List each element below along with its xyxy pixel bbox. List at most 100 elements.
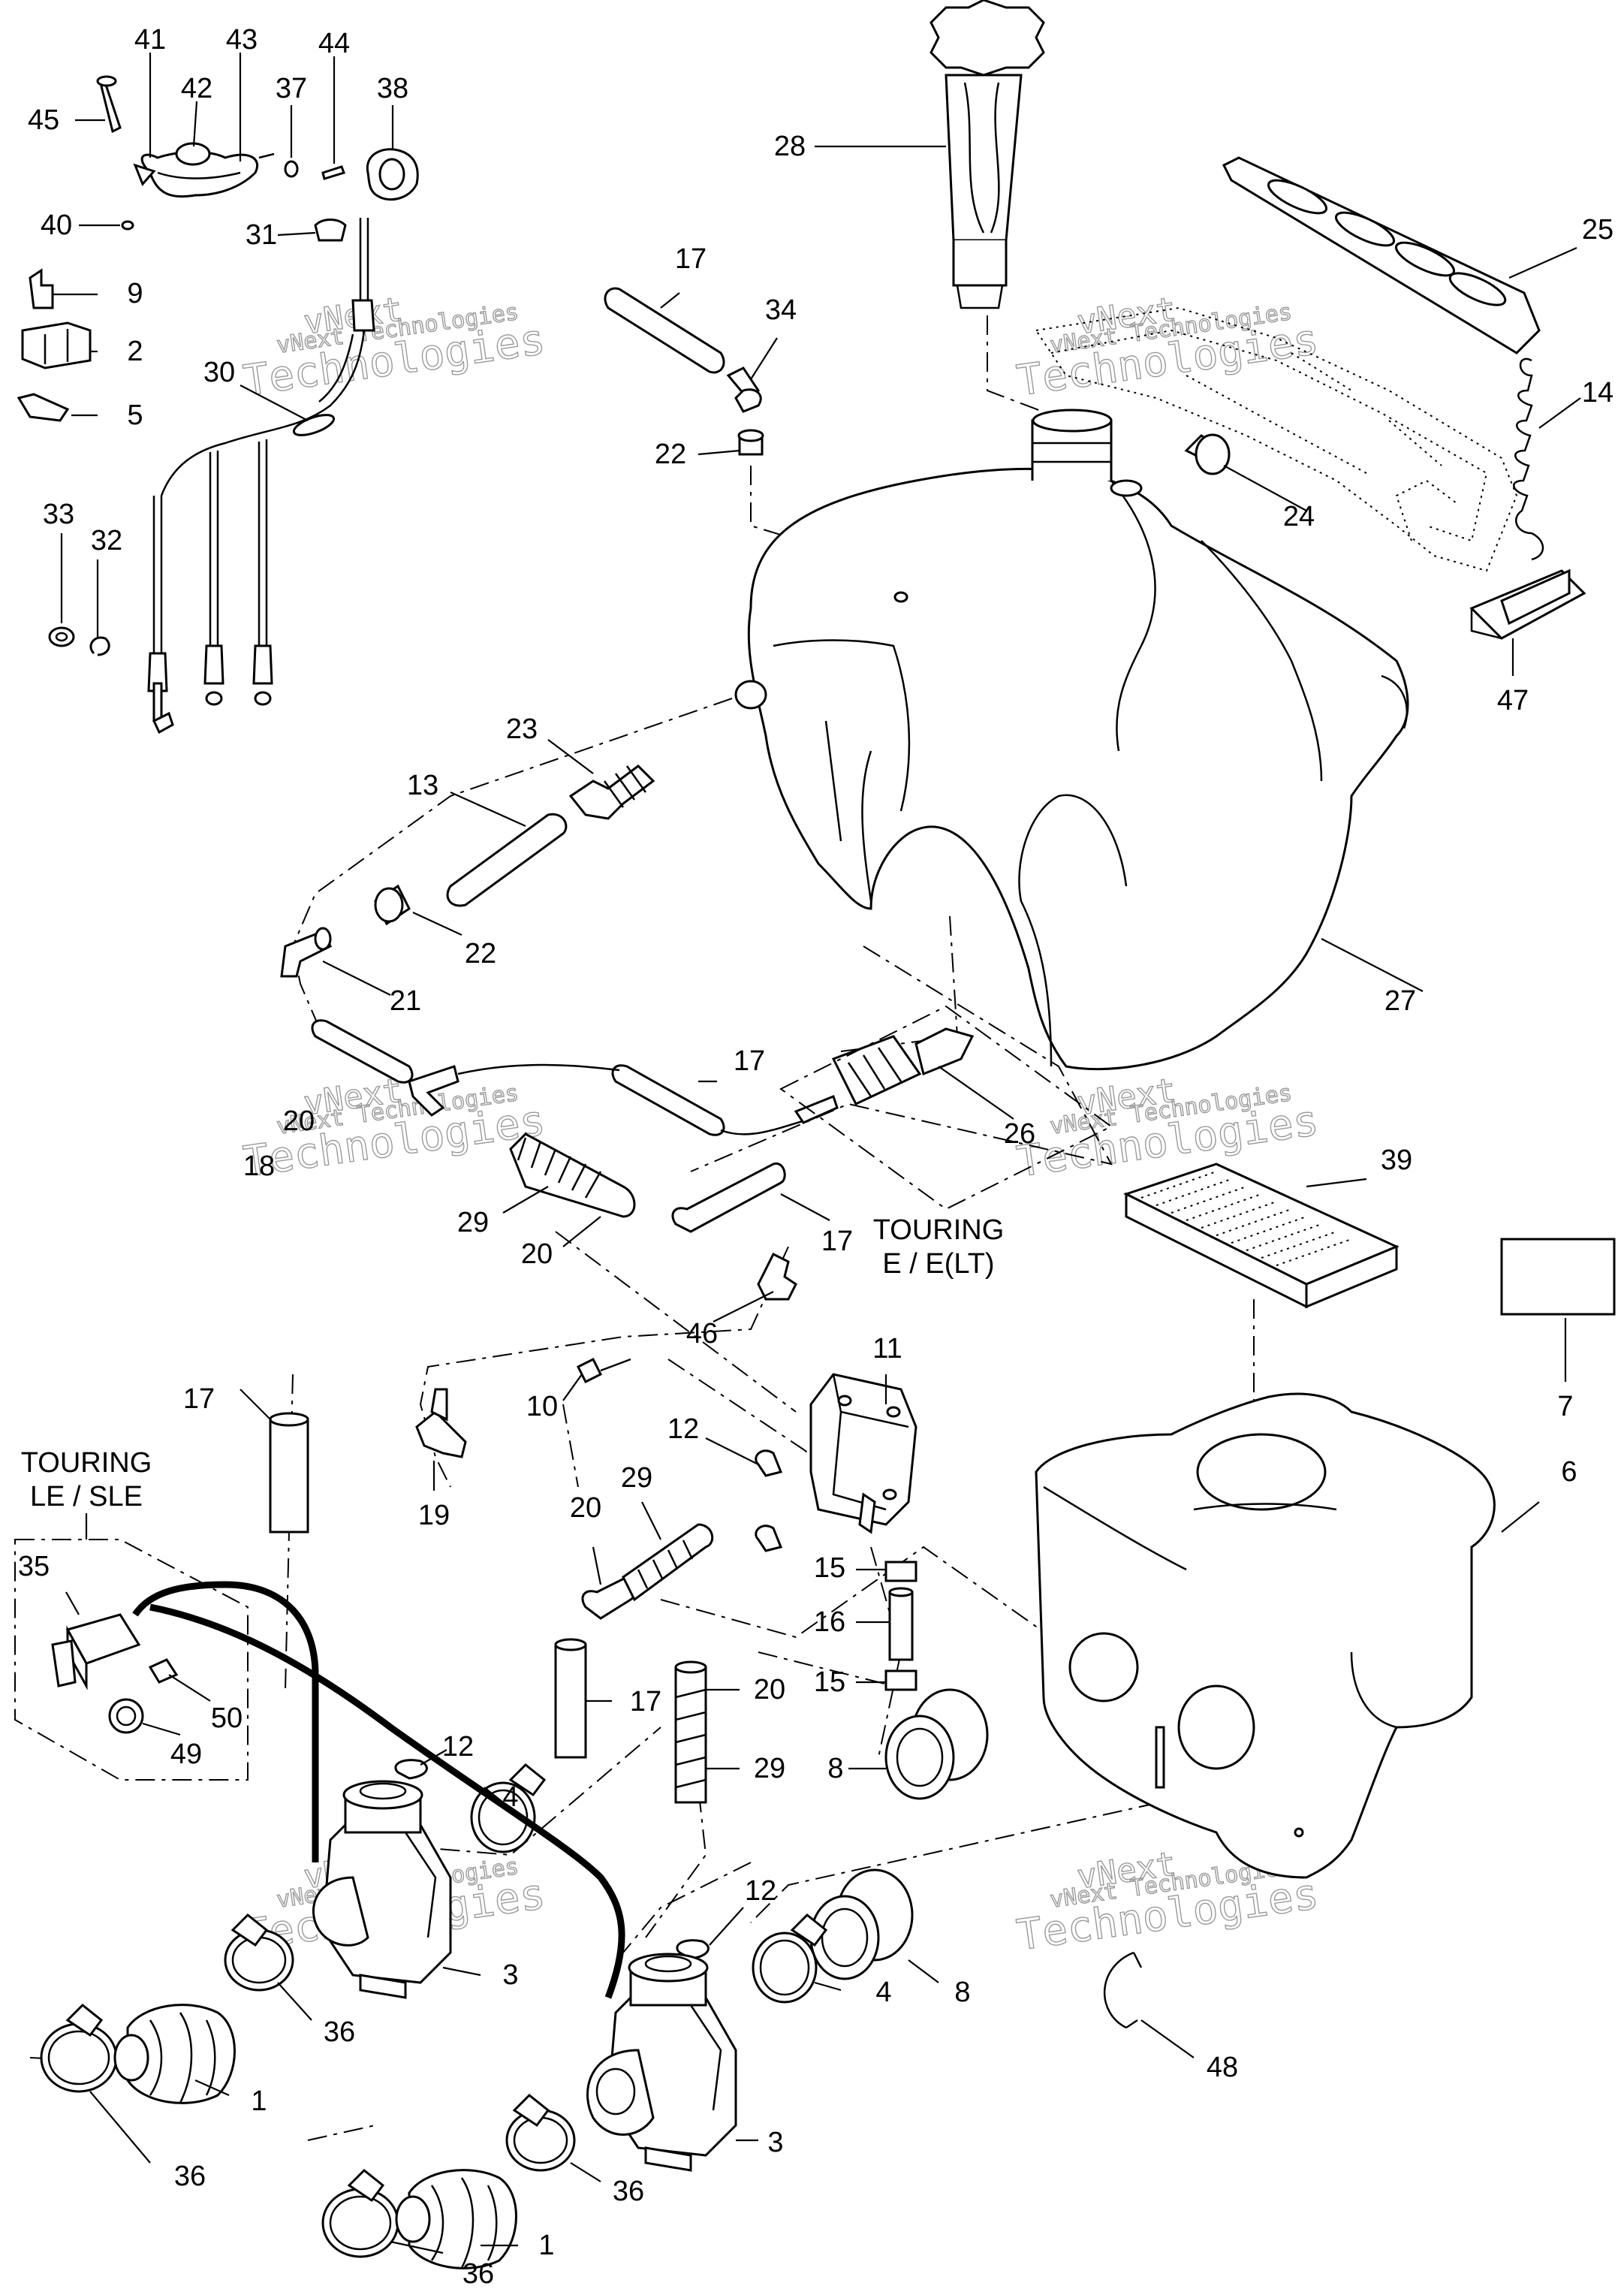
callout-44: 44 (318, 28, 350, 59)
callout-7: 7 (1557, 1391, 1573, 1422)
callout-36-lower-left: 36 (462, 2258, 494, 2289)
callout-41: 41 (134, 24, 166, 56)
intake-adaptor-upper (884, 1688, 989, 1800)
callout-16: 16 (814, 1606, 845, 1638)
callout-20-left: 20 (570, 1492, 601, 1524)
carburetor-upper (312, 1780, 452, 1999)
callout-33: 33 (43, 499, 74, 530)
callout-32: 32 (91, 525, 122, 556)
callout-4-upper: 4 (502, 1781, 518, 1813)
variant-touring-le: TOURING LE / SLE (21, 1447, 152, 1540)
callout-6: 6 (1561, 1456, 1577, 1488)
variant-touring-e-line1: TOURING (873, 1214, 1005, 1246)
variant-box-7 (1500, 1238, 1616, 1316)
grommet-knob (1184, 433, 1231, 475)
callout-5: 5 (127, 400, 143, 431)
phantom-adapter (1035, 306, 1518, 572)
callout-42: 42 (181, 73, 212, 104)
wire-connector (17, 268, 92, 422)
callout-49: 49 (170, 1739, 202, 1770)
fuel-gauge-sender (930, 0, 1045, 309)
callout-19: 19 (418, 1500, 450, 1531)
tank-strap-bracket (1222, 156, 1541, 354)
callout-46: 46 (686, 1318, 718, 1350)
callout-22-mid: 22 (465, 938, 496, 970)
callout-29-upper: 29 (457, 1207, 489, 1238)
retaining-clip (1103, 1951, 1143, 2029)
callout-15-upper: 15 (814, 1552, 845, 1584)
callout-43: 43 (226, 24, 258, 56)
callout-38: 38 (377, 73, 408, 104)
callout-20-mid: 20 (521, 1238, 553, 1270)
callout-22-top: 22 (655, 439, 686, 470)
callout-30: 30 (203, 357, 235, 388)
clamps (40, 1759, 828, 2258)
callout-36-upper-left: 36 (174, 2161, 206, 2192)
callout-29-lower: 29 (754, 1753, 785, 1784)
callout-18: 18 (243, 1151, 275, 1182)
callout-15-lower: 15 (814, 1666, 845, 1698)
callout-4-lower: 4 (875, 1977, 891, 2008)
air-silencer (1035, 1392, 1496, 1879)
control-housing (96, 75, 419, 332)
variant-touring-le-line1: TOURING (21, 1447, 152, 1479)
callout-36-upper-right: 36 (324, 2016, 355, 2048)
callout-numbers: 41 42 43 44 45 37 38 40 31 9 2 5 30 33 3… (18, 24, 1613, 2289)
callout-25: 25 (1582, 214, 1613, 246)
callout-45: 45 (28, 104, 59, 136)
choke-cable (147, 330, 366, 734)
callout-31: 31 (246, 219, 277, 251)
spring (1513, 357, 1544, 561)
callout-17-lower: 17 (630, 1686, 661, 1718)
callout-29-mid: 29 (621, 1462, 652, 1494)
callout-3-lower: 3 (767, 2127, 783, 2158)
watermark-4: vNext Technologies vNext Technologies (1014, 1071, 1322, 1187)
callout-47: 47 (1497, 685, 1529, 716)
callout-8-lower: 8 (954, 1977, 970, 2008)
callout-14: 14 (1582, 377, 1613, 409)
callout-17-left: 17 (183, 1383, 215, 1415)
primer-kit (14, 1539, 249, 1781)
callout-28: 28 (774, 131, 806, 162)
callout-17-top: 17 (675, 243, 707, 275)
leader-lines (53, 53, 1581, 2254)
callout-20-lower: 20 (754, 1674, 785, 1705)
callout-36-lower-right: 36 (613, 2176, 644, 2207)
callout-12-pump: 12 (667, 1413, 699, 1445)
callout-24: 24 (1283, 501, 1315, 532)
callout-48: 48 (1207, 2052, 1238, 2083)
callout-1-upper: 1 (251, 2085, 267, 2117)
intake-adaptor-lower (809, 1868, 914, 1980)
callout-27: 27 (1384, 985, 1416, 1017)
watermark-3: vNext Technologies vNext Technologies (240, 1071, 549, 1187)
callout-39: 39 (1381, 1144, 1412, 1176)
fuel-tank (734, 409, 1409, 1071)
callout-34: 34 (765, 294, 797, 326)
callout-13: 13 (407, 770, 438, 801)
callout-17-right: 17 (821, 1226, 853, 1257)
callout-1-lower: 1 (538, 2230, 554, 2261)
carburetor-lower (586, 1953, 737, 2172)
primer-hose (132, 1581, 625, 1999)
callout-8-upper: 8 (827, 1753, 843, 1784)
callout-12-lower: 12 (745, 1875, 776, 1907)
callout-37: 37 (276, 73, 307, 104)
variant-touring-e: TOURING E / E(LT) (779, 1005, 1113, 1280)
callout-9: 9 (127, 278, 143, 309)
callout-17-mid: 17 (734, 1045, 765, 1077)
callout-26: 26 (1004, 1118, 1035, 1150)
callout-12-upper: 12 (442, 1731, 474, 1763)
callout-35: 35 (18, 1551, 50, 1582)
callout-11: 11 (872, 1333, 902, 1365)
callout-3-upper: 3 (502, 1959, 518, 1991)
watermark-1: vNext Technologies vNext Technologies (240, 290, 549, 406)
air-filter-pad (1123, 1163, 1400, 1309)
hoses-and-fittings (269, 287, 975, 1804)
callout-10: 10 (526, 1391, 558, 1422)
tank-support (1469, 568, 1586, 640)
callout-2: 2 (127, 336, 143, 367)
callout-50: 50 (211, 1702, 243, 1734)
carb-flanges (113, 2004, 517, 2269)
callout-23: 23 (506, 713, 538, 745)
